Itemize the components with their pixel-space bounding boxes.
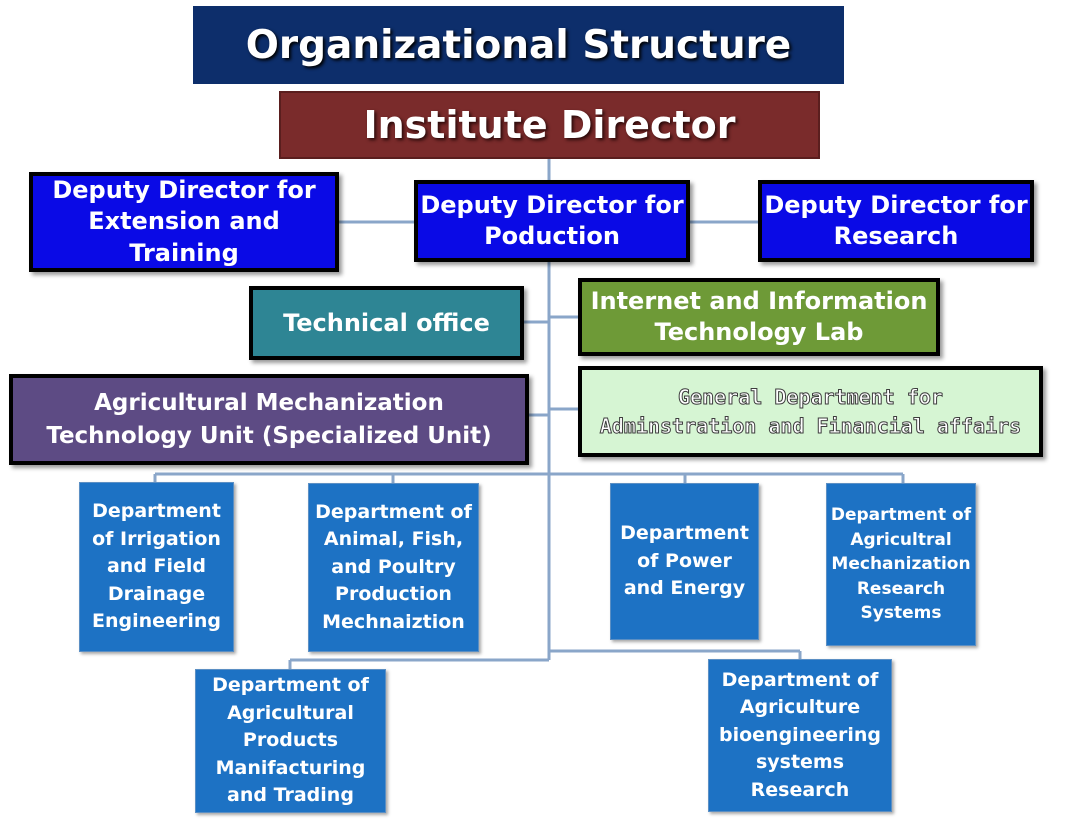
dept-animal-line-2: Animal, Fish,	[323, 528, 464, 551]
technical-office-label: Technical office	[283, 309, 490, 337]
dept-irrigation-line-1: Department	[92, 500, 221, 523]
dept-products-line-4: Manifacturing	[215, 756, 366, 779]
mechanization-unit-line-1: Agricultural Mechanization	[94, 390, 444, 417]
dept-mech-research-line-4: Research	[856, 578, 946, 599]
dept-power-line-1: Department	[620, 522, 749, 545]
deputy-extension-line-2: Extension and	[88, 207, 280, 236]
it-lab-line-2: Technology Lab	[654, 318, 864, 346]
dept-products-line-5: and Trading	[227, 784, 354, 807]
dept-animal-box: Department of Animal, Fish, and Poultry …	[308, 483, 479, 652]
dept-animal-line-1: Department of	[315, 500, 472, 523]
dept-products-line-3: Products	[242, 729, 339, 752]
deputy-research-line-1: Deputy Director for	[764, 190, 1028, 219]
dept-bioengineering-line-1: Department of	[721, 668, 879, 691]
admin-finance-line-2: Adminstration and Financial affairs	[599, 413, 1022, 438]
dept-bioengineering-line-4: systems	[755, 751, 845, 774]
deputy-production-line-2: Poduction	[484, 222, 620, 250]
deputy-extension-line-3: Training	[129, 238, 239, 267]
admin-finance-box: General Department for Adminstration and…	[578, 366, 1043, 457]
dept-irrigation-line-4: Drainage	[107, 582, 206, 605]
deputy-production-line-1: Deputy Director for	[420, 190, 684, 219]
it-lab-line-1: Internet and Information	[590, 286, 928, 315]
deputy-extension-box: Deputy Director for Extension and Traini…	[29, 172, 339, 272]
deputy-extension-line-1: Deputy Director for	[52, 176, 316, 205]
deputy-research-line-2: Research	[833, 222, 959, 250]
institute-director-label: Institute Director	[363, 103, 736, 147]
dept-products-line-1: Department of	[212, 674, 369, 697]
deputy-production-box: Deputy Director for Poduction	[414, 180, 690, 262]
dept-bioengineering-line-2: Agriculture	[739, 696, 861, 719]
dept-bioengineering-box: Department of Agriculture bioengineering…	[708, 659, 892, 812]
dept-animal-line-5: Mechnaiztion	[322, 610, 465, 633]
dept-animal-line-3: and Poultry	[331, 555, 456, 578]
mechanization-unit-box: Agricultural Mechanization Technology Un…	[9, 374, 529, 465]
mechanization-unit-line-2: Technology Unit (Specialized Unit)	[46, 422, 492, 449]
it-lab-box: Internet and Information Technology Lab	[578, 278, 940, 356]
technical-office-box: Technical office	[249, 286, 524, 360]
institute-director-box: Institute Director	[279, 91, 820, 159]
dept-mech-research-line-3: Mechanization	[831, 554, 971, 575]
deputy-research-box: Deputy Director for Research	[758, 180, 1034, 262]
dept-irrigation-box: Department of Irrigation and Field Drain…	[79, 482, 234, 652]
dept-bioengineering-line-3: bioengineering	[718, 723, 881, 746]
dept-power-line-3: and Energy	[623, 577, 746, 600]
page-title: Organizational Structure	[193, 6, 844, 84]
dept-animal-line-4: Production	[335, 583, 452, 606]
dept-power-box: Department of Power and Energy	[610, 483, 759, 640]
dept-mech-research-box: Department of Agricultral Mechanization …	[826, 483, 976, 646]
dept-irrigation-line-2: of Irrigation	[92, 527, 221, 550]
dept-irrigation-line-5: Engineering	[92, 610, 221, 633]
dept-mech-research-line-1: Department of	[830, 504, 972, 525]
page-title-text: Organizational Structure	[245, 22, 792, 68]
dept-products-box: Department of Agricultural Products Mani…	[195, 669, 386, 813]
dept-mech-research-line-2: Agricultral	[850, 529, 952, 550]
dept-mech-research-line-5: Systems	[860, 603, 942, 624]
dept-power-line-2: of Power	[637, 549, 732, 572]
admin-finance-line-1: General Department for	[678, 384, 944, 409]
dept-bioengineering-line-5: Research	[750, 778, 850, 801]
dept-products-line-2: Agricultural	[227, 701, 354, 724]
dept-irrigation-line-3: and Field	[106, 555, 207, 578]
